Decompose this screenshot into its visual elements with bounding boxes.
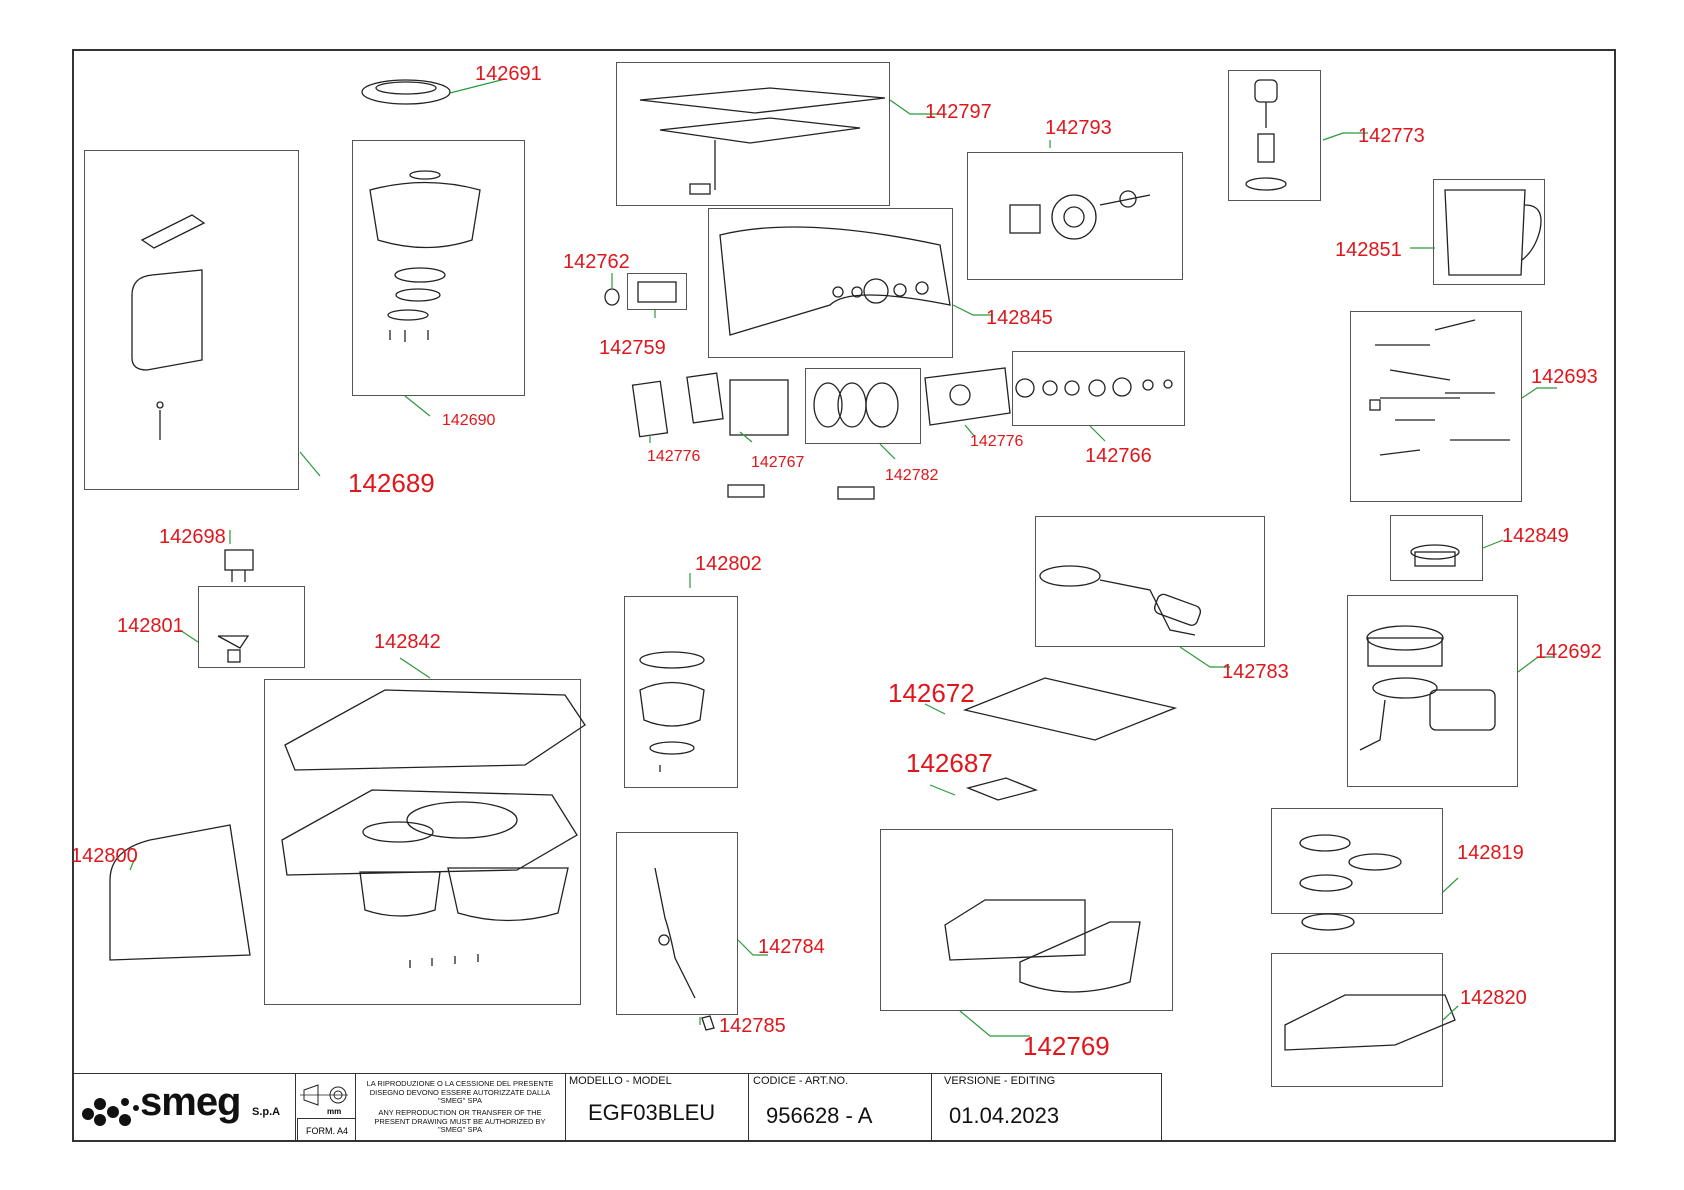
part-label-142690: 142690: [442, 412, 496, 429]
part-label-142800: 142800: [71, 845, 138, 867]
part-box-142769: [880, 829, 1173, 1011]
part-label-142820: 142820: [1460, 987, 1527, 1009]
part-label-142773: 142773: [1358, 125, 1425, 147]
part-label-142797: 142797: [925, 101, 992, 123]
logo-dots-icon: [82, 1098, 139, 1126]
format-label: FORM. A4: [306, 1126, 349, 1136]
version-cell: [931, 1073, 1162, 1142]
part-label-142693: 142693: [1531, 366, 1598, 388]
part-label-142776-right: 142776: [970, 433, 1024, 450]
part-label-142842: 142842: [374, 631, 441, 653]
part-label-142689: 142689: [348, 468, 435, 498]
part-label-142691: 142691: [475, 63, 542, 85]
part-label-142687: 142687: [906, 748, 993, 778]
part-box-142783: [1035, 516, 1265, 647]
version-label: VERSIONE - EDITING: [944, 1075, 1056, 1087]
code-cell: [748, 1073, 931, 1142]
part-label-142767: 142767: [751, 454, 805, 471]
part-label-142692: 142692: [1535, 641, 1602, 663]
version-value: 01.04.2023: [949, 1103, 1060, 1128]
part-box-142773: [1228, 70, 1321, 201]
drawing-frame: [72, 49, 1616, 1142]
part-label-142766: 142766: [1085, 445, 1152, 467]
part-box-142766: [1012, 351, 1185, 426]
title-block: [72, 1073, 1162, 1142]
format-box: [297, 1118, 355, 1142]
reproduction-notice-it: LA RIPRODUZIONE O LA CESSIONE DEL PRESEN…: [366, 1079, 554, 1105]
reproduction-notice-en: ANY REPRODUCTION OR TRANSFER OF THE PRES…: [374, 1108, 546, 1134]
part-label-142762: 142762: [563, 251, 630, 273]
part-box-142784: [616, 832, 738, 1015]
model-value: EGF03BLEU: [588, 1100, 716, 1125]
model-label: MODELLO - MODEL: [569, 1075, 672, 1087]
part-label-142845: 142845: [986, 307, 1053, 329]
part-box-142689: [84, 150, 299, 490]
part-label-142698: 142698: [159, 526, 226, 548]
unit-label: mm: [327, 1107, 342, 1116]
part-label-142769: 142769: [1023, 1031, 1110, 1061]
part-label-142802: 142802: [695, 553, 762, 575]
part-label-142783: 142783: [1222, 661, 1289, 683]
part-box-142820: [1271, 953, 1443, 1087]
code-label: CODICE - ART.NO.: [753, 1075, 849, 1087]
model-cell: [565, 1073, 748, 1142]
part-box-142690: [352, 140, 525, 396]
part-box-142842: [264, 679, 581, 1005]
part-label-142776-left: 142776: [647, 448, 701, 465]
part-box-142851: [1433, 179, 1545, 285]
part-box-142759: [627, 273, 687, 310]
part-box-142801: [198, 586, 305, 668]
part-label-142785: 142785: [719, 1015, 786, 1037]
part-box-142692: [1347, 595, 1518, 787]
part-box-142797: [616, 62, 890, 206]
part-label-142793: 142793: [1045, 117, 1112, 139]
projection-cell: [295, 1073, 355, 1142]
part-box-142693: [1350, 311, 1522, 502]
part-label-142759: 142759: [599, 337, 666, 359]
part-label-142801: 142801: [117, 615, 184, 637]
brand-name: smeg: [140, 1080, 241, 1124]
part-label-142784: 142784: [758, 936, 825, 958]
part-box-142849: [1390, 515, 1483, 581]
part-box-142802: [624, 596, 738, 788]
part-label-142851: 142851: [1335, 239, 1402, 261]
part-box-142845: [708, 208, 953, 358]
part-label-142849: 142849: [1502, 525, 1569, 547]
part-box-142793: [967, 152, 1183, 280]
code-value: 956628 - A: [766, 1103, 873, 1128]
part-label-142672: 142672: [888, 678, 975, 708]
part-box-142782: [805, 368, 921, 444]
brand-suffix: S.p.A: [252, 1106, 281, 1118]
part-label-142819: 142819: [1457, 842, 1524, 864]
part-box-142819: [1271, 808, 1443, 914]
format-divider: [355, 1073, 356, 1142]
part-label-142782: 142782: [885, 467, 939, 484]
projection-symbol-icon: [300, 1084, 348, 1106]
smeg-logo: smeg S.p.A: [80, 1080, 290, 1135]
